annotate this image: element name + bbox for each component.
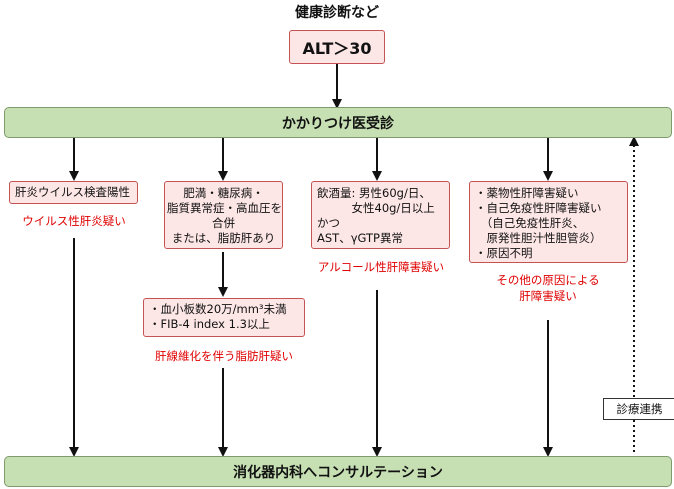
liaison-label: 診療連携 [603,398,674,420]
fatty-liver-criteria-box: 肥満・糖尿病・ 脂質異常症・高血圧を 合併 または、脂肪肝あり [164,181,283,249]
alt-threshold-box: ALT＞30 [289,30,385,64]
hepatitis-test-line-1: 肝炎ウイルス検査陽性 [15,185,130,199]
clinic-visit-band: かかりつけ医受診 [4,107,672,138]
alcohol-line-4: AST、γGTP異常 [317,231,403,245]
fibrosis-criteria-box: ・血小板数20万/mm³未満 ・FIB-4 index 1.3以上 [143,298,305,337]
fibrosis-line-2: ・FIB-4 index 1.3以上 [149,317,270,331]
alcohol-line-3: かつ [317,216,340,230]
alcohol-criteria-box: 飲酒量: 男性60g/日、 女性40g/日以上 かつ AST、γGTP異常 [311,181,450,249]
fatty-liver-line-3: 合併 [212,216,235,230]
hepatitis-test-box: 肝炎ウイルス検査陽性 [9,181,138,204]
fibrotic-fatty-liver-result: 肝線維化を伴う脂肪肝疑い [155,349,293,363]
other-causes-result-line-2: 肝障害疑い [519,289,577,303]
other-causes-line-5: ・原因不明 [475,246,533,260]
other-causes-result-line-1: その他の原因による [496,273,600,287]
other-causes-box: ・薬物性肝障害疑い ・自己免疫性肝障害疑い （自己免疫性肝炎、 原発性胆汁性胆管… [469,181,628,263]
other-causes-line-2: ・自己免疫性肝障害疑い [475,201,602,215]
gastro-consult-band: 消化器内科へコンサルテーション [4,456,672,487]
fatty-liver-line-2: 脂質異常症・高血圧を [167,201,282,215]
fatty-liver-line-4: または、脂肪肝あり [171,231,276,245]
page-title: 健康診断など [295,5,379,21]
viral-hepatitis-result: ウイルス性肝炎疑い [22,214,126,228]
alcohol-line-1: 飲酒量: 男性60g/日、 [317,186,431,200]
alcoholic-liver-result: アルコール性肝障害疑い [317,260,445,274]
other-causes-line-3: （自己免疫性肝炎、 [475,216,585,230]
fatty-liver-line-1: 肥満・糖尿病・ [183,186,264,200]
alcohol-line-2: 女性40g/日以上 [317,201,435,215]
other-causes-line-1: ・薬物性肝障害疑い [475,186,579,200]
other-causes-line-4: 原発性胆汁性胆管炎） [475,231,602,245]
other-causes-result: その他の原因による 肝障害疑い [478,272,618,304]
fibrosis-line-1: ・血小板数20万/mm³未満 [149,302,287,316]
